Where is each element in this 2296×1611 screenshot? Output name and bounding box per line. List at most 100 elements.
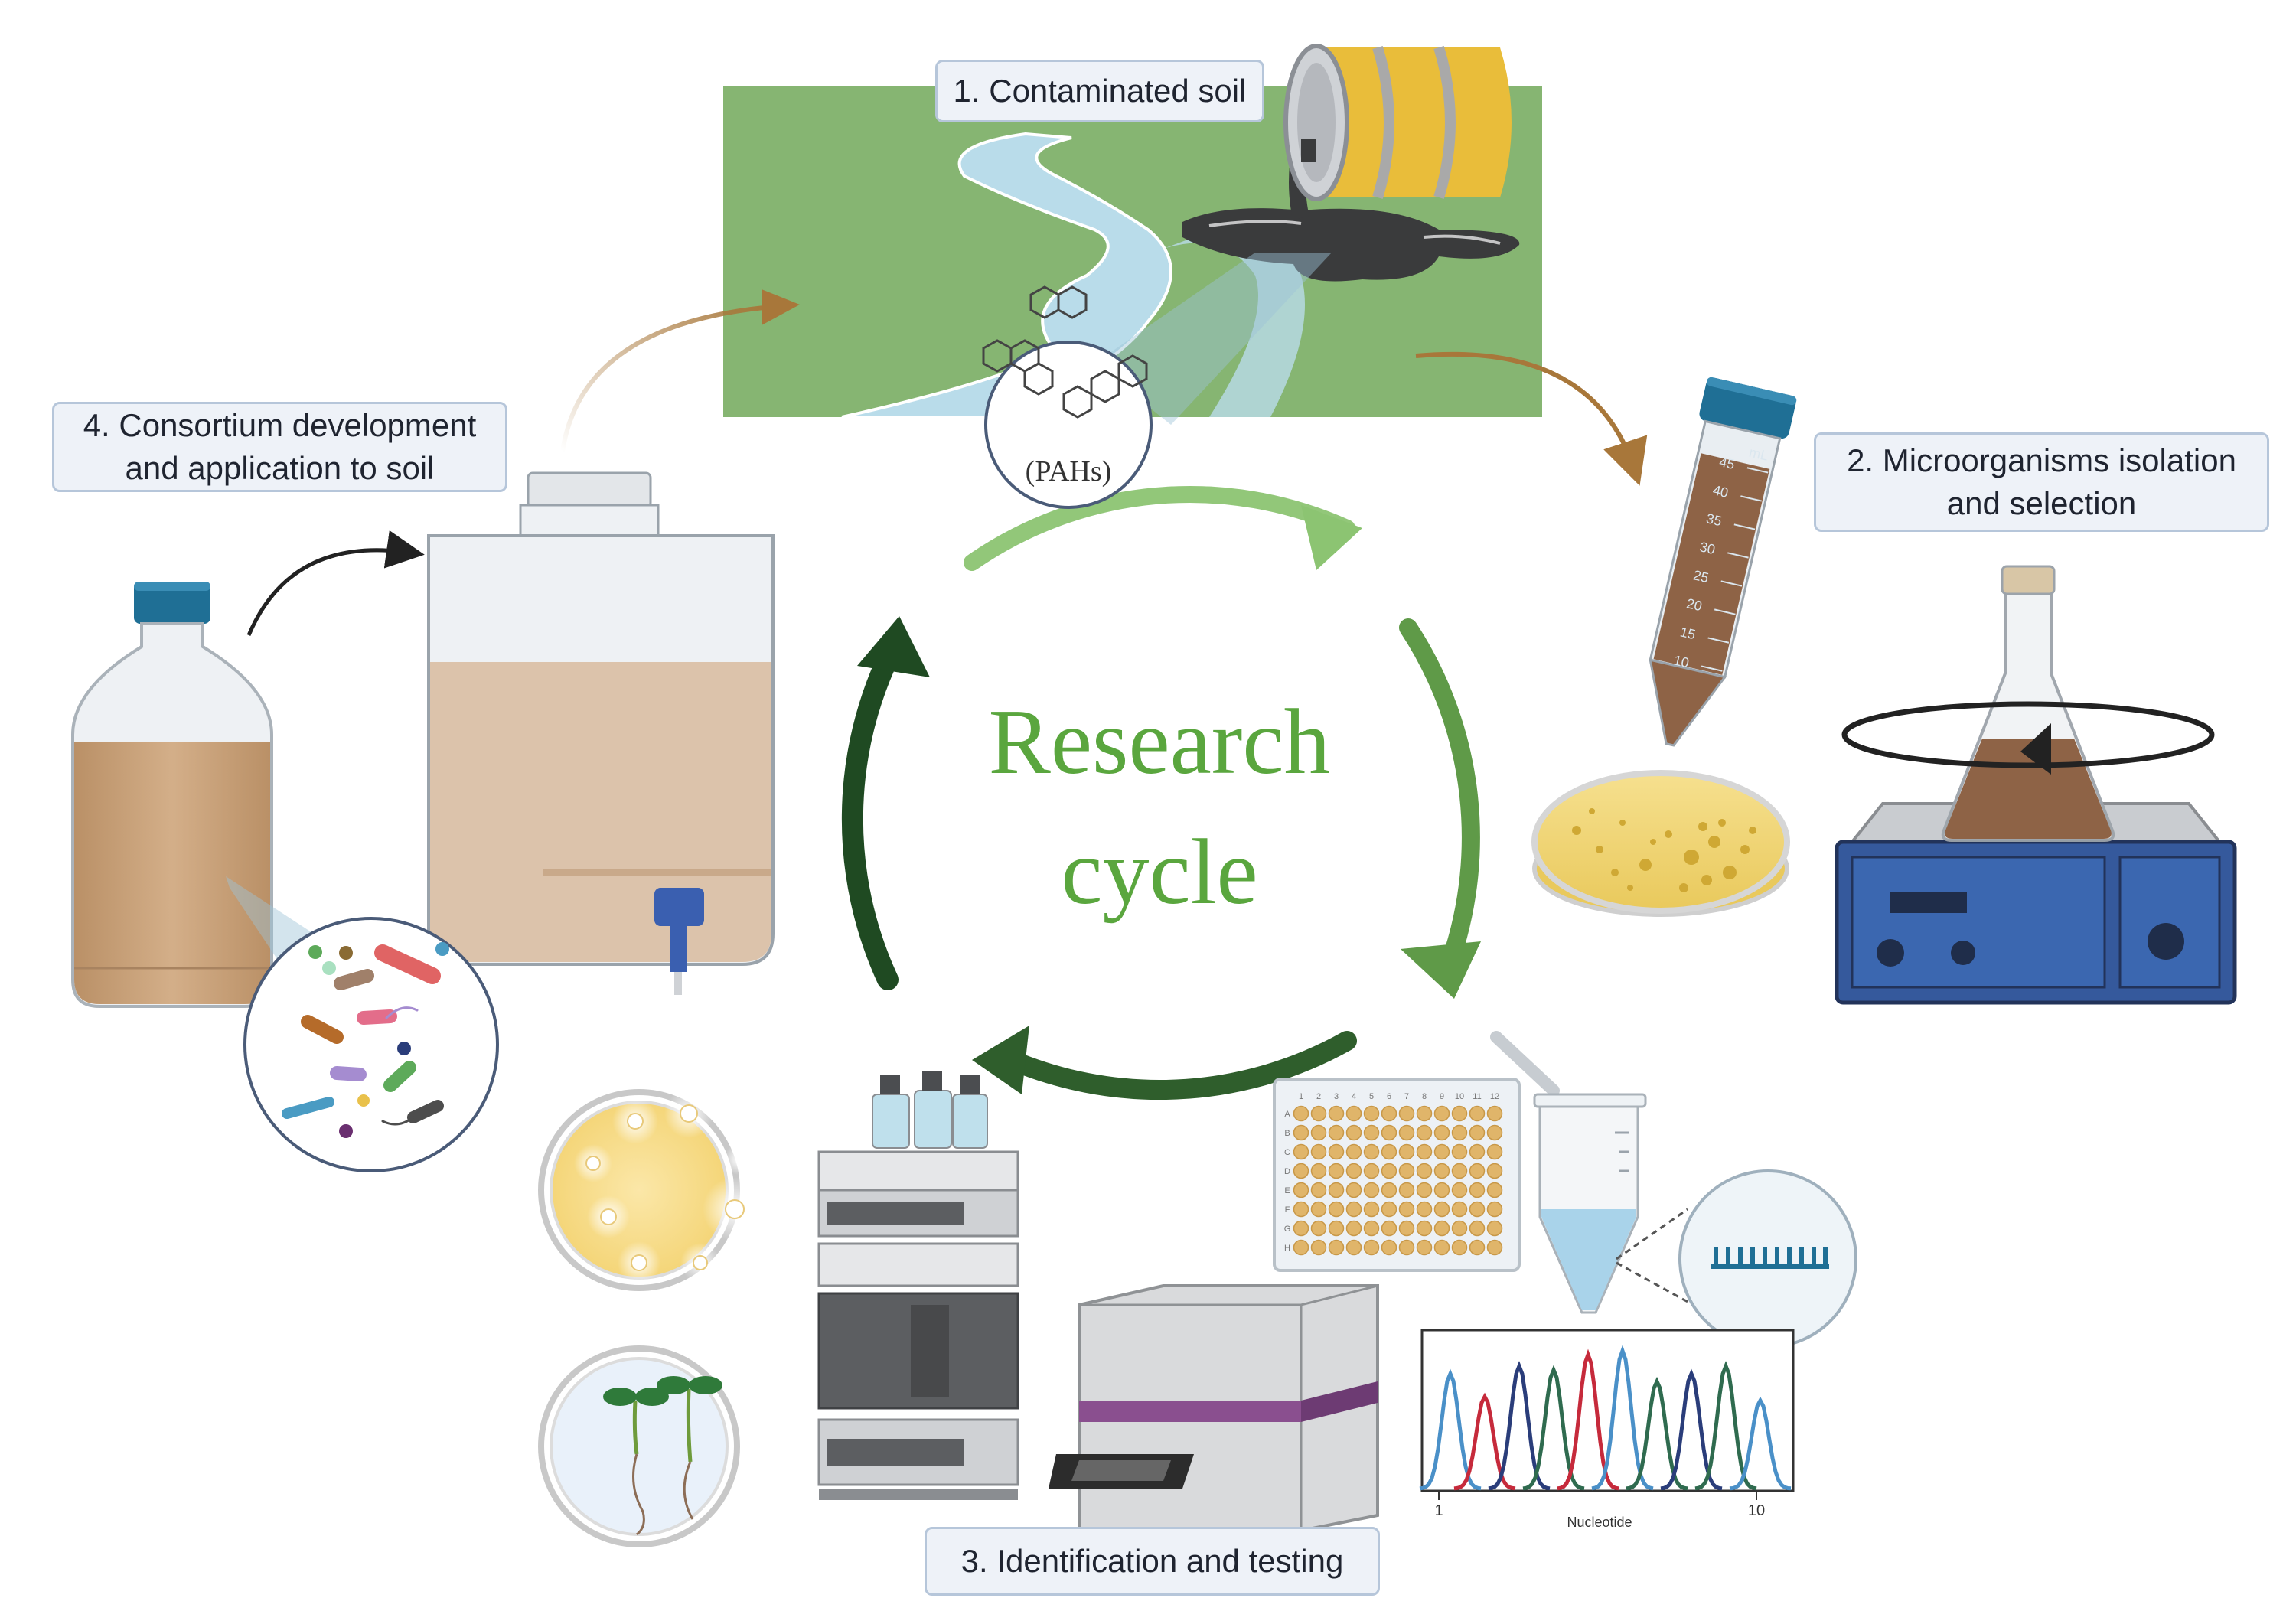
well [1433, 1105, 1450, 1122]
colony [1684, 850, 1699, 865]
well [1310, 1239, 1327, 1256]
tube-grad-line [1707, 637, 1730, 644]
well [1416, 1220, 1433, 1237]
plate-row-label: E [1284, 1186, 1290, 1195]
plate-row-label: H [1284, 1244, 1290, 1253]
well [1486, 1163, 1503, 1179]
well [1345, 1105, 1362, 1122]
chrom-peak [1488, 1361, 1551, 1491]
well [1469, 1124, 1486, 1141]
oil-barrel [1283, 44, 1512, 201]
tube-grad-label: 20 [1685, 595, 1704, 614]
well [1381, 1220, 1397, 1237]
well [1381, 1163, 1397, 1179]
colony [1650, 839, 1656, 845]
stirrer-with-flask [1835, 565, 2237, 1005]
tube-grad-label: 45 [1718, 454, 1737, 472]
colony [1639, 859, 1652, 871]
oil-spill [1182, 208, 1520, 282]
step4-label-line2: and application to soil [125, 450, 435, 486]
cycle-arrowhead-right [1401, 941, 1481, 999]
colony [1708, 836, 1720, 848]
well [1293, 1163, 1309, 1179]
colony [1679, 883, 1688, 892]
well [1293, 1124, 1309, 1141]
tube-grad-label: 40 [1711, 482, 1730, 501]
colony [1627, 885, 1633, 891]
well [1469, 1163, 1486, 1179]
well [1416, 1201, 1433, 1218]
colony [1701, 875, 1712, 885]
well [1345, 1239, 1362, 1256]
well [1345, 1124, 1362, 1141]
plate-col-label: 5 [1369, 1092, 1374, 1101]
plate-row-label: A [1284, 1110, 1290, 1119]
well [1469, 1143, 1486, 1160]
center-title-line2: cycle [1061, 820, 1257, 924]
well [1381, 1182, 1397, 1198]
well [1328, 1163, 1345, 1179]
well [1310, 1182, 1327, 1198]
well [1416, 1124, 1433, 1141]
cycle-arrow-top [964, 486, 1355, 571]
plate-col-label: 7 [1404, 1092, 1409, 1101]
plate-col-label: 11 [1473, 1092, 1481, 1101]
pah-callout-cone [1094, 253, 1332, 425]
well [1381, 1105, 1397, 1122]
step3-label: 3. Identification and testing [925, 1527, 1380, 1596]
pah-molecules-icon [982, 285, 1148, 419]
chrom-tick-start: 1 [1434, 1502, 1443, 1519]
well [1293, 1220, 1309, 1237]
well [1469, 1239, 1486, 1256]
step1-label-text: 1. Contaminated soil [953, 73, 1247, 109]
well [1381, 1124, 1397, 1141]
arrow-bottle-to-carboy [246, 530, 425, 636]
chrom-peak [1557, 1348, 1619, 1491]
tube-grad-line [1701, 665, 1723, 672]
well [1486, 1182, 1503, 1198]
microbes-icon [282, 942, 449, 1138]
well [1381, 1143, 1397, 1160]
cycle-arrow-left [841, 640, 902, 990]
well [1310, 1201, 1327, 1218]
plate-col-label: 12 [1490, 1092, 1499, 1101]
plate-row-label: C [1284, 1148, 1290, 1157]
cycle-arrowhead-left [857, 616, 930, 677]
plate-row-label: G [1284, 1225, 1291, 1234]
step2-label-line1: 2. Microorganisms isolation [1847, 442, 2236, 478]
well [1416, 1143, 1433, 1160]
well [1433, 1239, 1450, 1256]
well [1451, 1143, 1468, 1160]
hplc-system [817, 1071, 1019, 1500]
well [1345, 1220, 1362, 1237]
well [1451, 1239, 1468, 1256]
colony [1596, 846, 1603, 853]
dna-magnifier-circle [1678, 1169, 1857, 1348]
well [1433, 1163, 1450, 1179]
colony [1619, 820, 1626, 826]
colony [1718, 819, 1726, 827]
colony [1611, 869, 1619, 876]
well [1486, 1143, 1503, 1160]
well [1381, 1239, 1397, 1256]
chrom-peak [1626, 1376, 1688, 1491]
well [1416, 1182, 1433, 1198]
well [1363, 1201, 1380, 1218]
step2-label-line2: and selection [1946, 485, 2137, 521]
pahs-label: (PAHs) [1026, 455, 1112, 488]
well [1310, 1143, 1327, 1160]
step4-label-line1: 4. Consortium development [83, 407, 477, 443]
tube-grad-label: 35 [1705, 510, 1724, 529]
well [1398, 1220, 1415, 1237]
well [1345, 1182, 1362, 1198]
cycle-arrowhead-bottom [972, 1026, 1029, 1094]
well [1310, 1163, 1327, 1179]
well [1328, 1220, 1345, 1237]
plate-col-label: 3 [1334, 1092, 1339, 1101]
tube-grad-line [1727, 552, 1749, 559]
cycle-arrowhead-top [1301, 505, 1362, 570]
